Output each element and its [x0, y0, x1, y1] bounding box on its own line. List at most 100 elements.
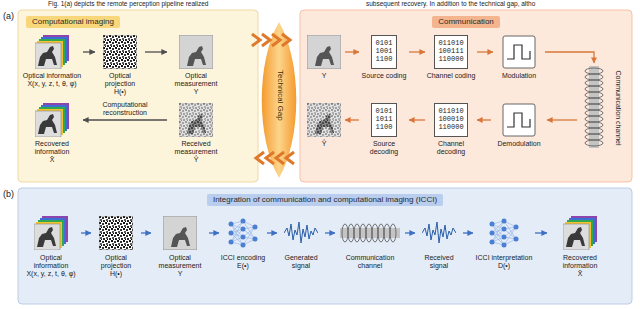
- hyperspectral-cube: [35, 35, 69, 69]
- step-symbol: X(x, y, z, t, θ, φ): [22, 80, 82, 88]
- flow-arrow: [535, 232, 547, 233]
- pipeline-step: Communication channel: [578, 64, 630, 150]
- flow-arrow: [209, 232, 219, 233]
- arrow-label: Computational reconstruction: [92, 101, 158, 117]
- step-name: Recovered information: [22, 140, 82, 156]
- pipeline-step: Modulation: [494, 32, 544, 80]
- pipeline-step: Generated signal: [278, 212, 324, 270]
- flow-arrow: [545, 52, 594, 63]
- pipeline-step: Optical projectionH(•): [92, 212, 140, 278]
- pipeline-step: Optical measurementY: [152, 212, 208, 278]
- flow-arrow: [81, 232, 91, 233]
- hyperspectral-cube: [563, 216, 597, 250]
- flow-arrow: [409, 51, 425, 52]
- step-name: Optical projection: [92, 254, 140, 270]
- channel-coil: [585, 66, 603, 148]
- flow-arrow: [547, 119, 577, 120]
- channel-name: Communication channel: [614, 68, 622, 148]
- bit-string: 011010 100010 110000: [436, 108, 466, 131]
- caption-fragment: Fig. 1(a) depicts the remote perception …: [48, 0, 208, 7]
- step-name: Demodulation: [492, 140, 546, 148]
- step-symbol: X̂: [22, 156, 82, 164]
- flow-arrow: [345, 119, 359, 120]
- bit-box: 0101 1001 1100: [371, 35, 397, 69]
- step-symbol: D(•): [474, 262, 534, 270]
- neural-net-icon: [229, 219, 258, 248]
- flow-arrow: [345, 51, 359, 52]
- pipeline-step: Received signal: [416, 212, 462, 270]
- caption-fragment: subsequent recovery. In addition to the …: [366, 0, 535, 7]
- step-name: Received measurement: [168, 140, 224, 156]
- step-symbol: X(x, y, z, t, θ, φ): [22, 270, 80, 278]
- step-name: ICCI interpretation: [474, 254, 534, 262]
- coding-block: 011010 100111 110000Channel coding: [426, 32, 476, 80]
- pipeline-step: ICCI interpretationD(•): [474, 212, 534, 270]
- flow-arrow: [83, 51, 95, 52]
- pipeline-step: Optical informationX(x, y, z, t, θ, φ): [22, 212, 80, 278]
- pipeline-step: Ŷ: [304, 100, 344, 148]
- coded-mask: [103, 35, 137, 69]
- panel-letter: (a): [3, 12, 14, 22]
- panel-backgrounds: [18, 10, 632, 304]
- pipeline-step: Recovered informationX̂: [548, 212, 612, 278]
- panel-letter: (b): [3, 190, 14, 200]
- step-name: Optical measurement: [168, 72, 224, 88]
- step-name: ICCI encoding: [220, 254, 266, 262]
- measurement-image: [307, 35, 341, 69]
- chevron-group: [252, 34, 294, 164]
- step-name: Source coding: [360, 72, 408, 80]
- step-symbol: E(•): [220, 262, 266, 270]
- panel-title: Computational imaging: [26, 16, 120, 28]
- flow-arrow: [145, 51, 167, 52]
- pipeline-step: Communication channel: [336, 212, 404, 270]
- step-name: Communication channel: [336, 254, 404, 270]
- step-name: Channel decoding: [426, 140, 476, 156]
- step-name: Y: [304, 72, 344, 80]
- hyperspectral-cube: [34, 216, 68, 250]
- bit-box: 0101 1011 1100: [371, 103, 397, 137]
- demodulation-icon: [503, 104, 535, 136]
- flow-arrow: [463, 232, 473, 233]
- panel-title: Communication: [432, 16, 500, 28]
- pipeline-step: Optical projectionH(•): [96, 32, 144, 96]
- panel-region: CommunicationY 0101 1001 1100Source codin…: [300, 10, 632, 182]
- bit-box: 011010 100111 110000: [434, 35, 468, 69]
- flow-arrow: [141, 232, 151, 233]
- channel-coil: [340, 224, 400, 242]
- step-symbol: Ŷ: [168, 156, 224, 164]
- panel-ground: [18, 10, 258, 182]
- signal-wave: [422, 222, 456, 243]
- panel-region: Computational imagingOptical information…: [18, 10, 258, 182]
- pipeline-step: Demodulation: [492, 100, 546, 148]
- coding-block: 0101 1011 1100Source decoding: [360, 100, 408, 156]
- bit-box: 011010 100010 110000: [434, 103, 468, 137]
- measurement-image: [307, 103, 341, 137]
- neural-net-icon: [490, 219, 519, 248]
- bit-string: 011010 100111 110000: [436, 40, 466, 63]
- step-name: Channel coding: [426, 72, 476, 80]
- step-name: Optical information: [22, 254, 80, 270]
- flow-arrow: [477, 119, 491, 120]
- panel-ground: [18, 188, 632, 304]
- pipeline-step: ICCI encodingE(•): [220, 212, 266, 270]
- flow-arrow: [477, 51, 493, 52]
- coding-block: 011010 100010 110000Channel decoding: [426, 100, 476, 156]
- step-name: Source decoding: [360, 140, 408, 156]
- gap-lens: Technical Gap: [258, 22, 300, 178]
- coded-mask: [99, 216, 133, 250]
- step-name: Modulation: [494, 72, 544, 80]
- pipeline-pictures: [34, 35, 603, 250]
- pipeline-step: Optical informationX(x, y, z, t, θ, φ): [22, 32, 82, 88]
- flow-arrow: [83, 119, 167, 120]
- measurement-image: [163, 216, 197, 250]
- flow-arrow: [325, 232, 335, 233]
- hyperspectral-cube: [35, 103, 69, 137]
- modulation-icon: [503, 36, 535, 68]
- step-name: Generated signal: [278, 254, 324, 270]
- bit-string: 0101 1011 1100: [373, 108, 395, 131]
- step-name: Optical projection: [96, 72, 144, 88]
